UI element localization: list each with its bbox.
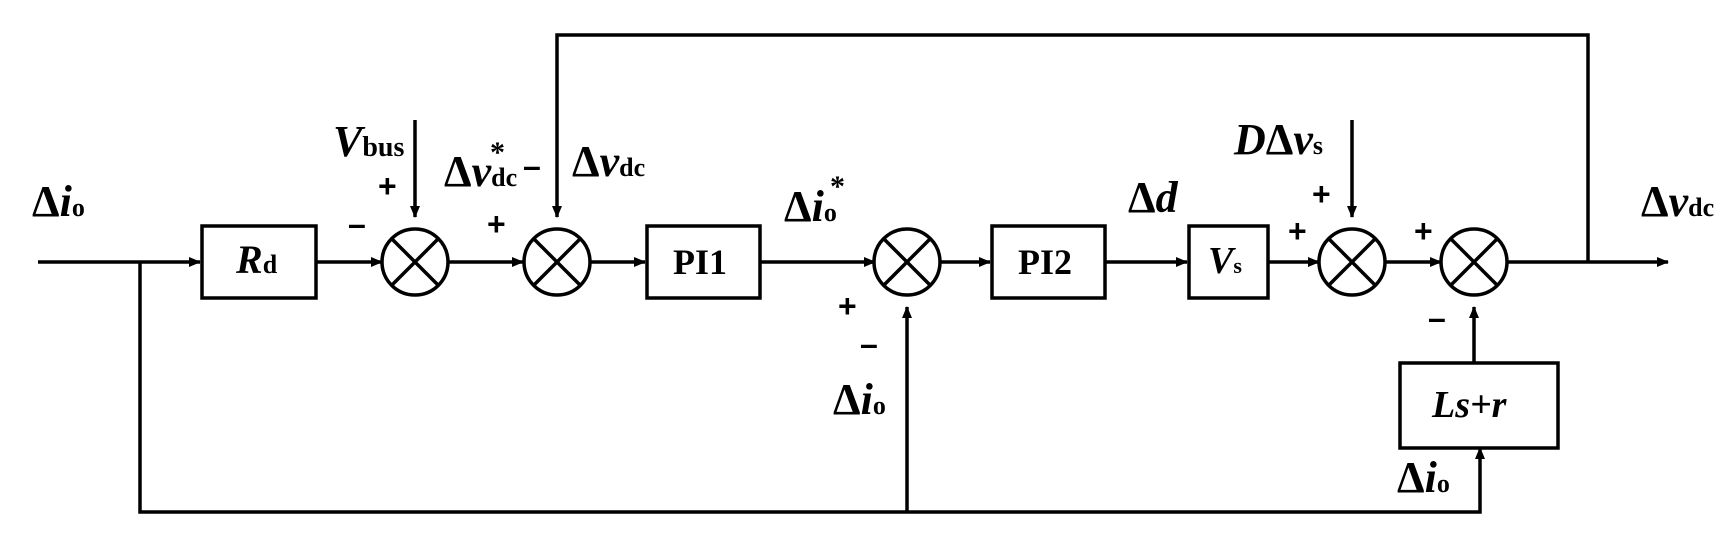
block-rd xyxy=(200,224,318,300)
label-vdc-feedback: Δvdc xyxy=(572,137,646,186)
block-lsr-label: Ls+r xyxy=(1432,384,1507,426)
label-vdc-ref: Δvdc xyxy=(444,147,518,196)
label-io-ref: Δio xyxy=(784,182,837,231)
wire-io-bottom xyxy=(138,262,1485,514)
sign-sum1-minus: – xyxy=(348,206,366,242)
label-d-delta-vs: DΔvs xyxy=(1234,115,1324,164)
block-vs-label: Vs xyxy=(1208,240,1242,282)
summing-junction-1 xyxy=(380,227,450,297)
label-vdc-ref-star: * xyxy=(490,136,505,169)
summing-junction-4 xyxy=(1317,227,1387,297)
block-pi2-label: PI2 xyxy=(1018,242,1072,282)
block-vs xyxy=(1187,224,1270,300)
label-output-vdc: Δvdc xyxy=(1641,177,1715,226)
label-io-ref-star: * xyxy=(830,170,845,203)
sign-sum5-plus: + xyxy=(1414,213,1433,249)
summing-junction-5 xyxy=(1439,227,1509,297)
wire-vdc-feedback xyxy=(552,33,1590,262)
block-rd-label: Rd xyxy=(236,237,278,282)
sign-sum5-minus: – xyxy=(1428,300,1446,336)
sign-sum3-minus: – xyxy=(860,326,878,362)
label-io-feedback: Δio xyxy=(833,375,886,424)
sign-sum3-plus: + xyxy=(838,288,857,324)
sign-sum2-minus: – xyxy=(523,148,541,184)
summing-junction-2 xyxy=(522,227,592,297)
label-delta-d: Δd xyxy=(1128,173,1178,222)
label-vbus: Vbus xyxy=(333,117,405,166)
summing-junction-3 xyxy=(872,227,942,297)
block-pi1 xyxy=(645,224,762,300)
label-input-delta-io: Δio xyxy=(32,177,85,226)
block-pi2 xyxy=(990,224,1107,300)
block-lsr xyxy=(1398,361,1560,450)
sign-sum4-plus-top: + xyxy=(1312,176,1331,212)
block-pi1-label: PI1 xyxy=(673,242,727,282)
label-io-lsr: Δio xyxy=(1397,453,1450,502)
sign-sum4-plus-left: + xyxy=(1288,213,1307,249)
sign-sum1-plus: + xyxy=(378,168,397,204)
sign-sum2-plus: + xyxy=(487,206,506,242)
